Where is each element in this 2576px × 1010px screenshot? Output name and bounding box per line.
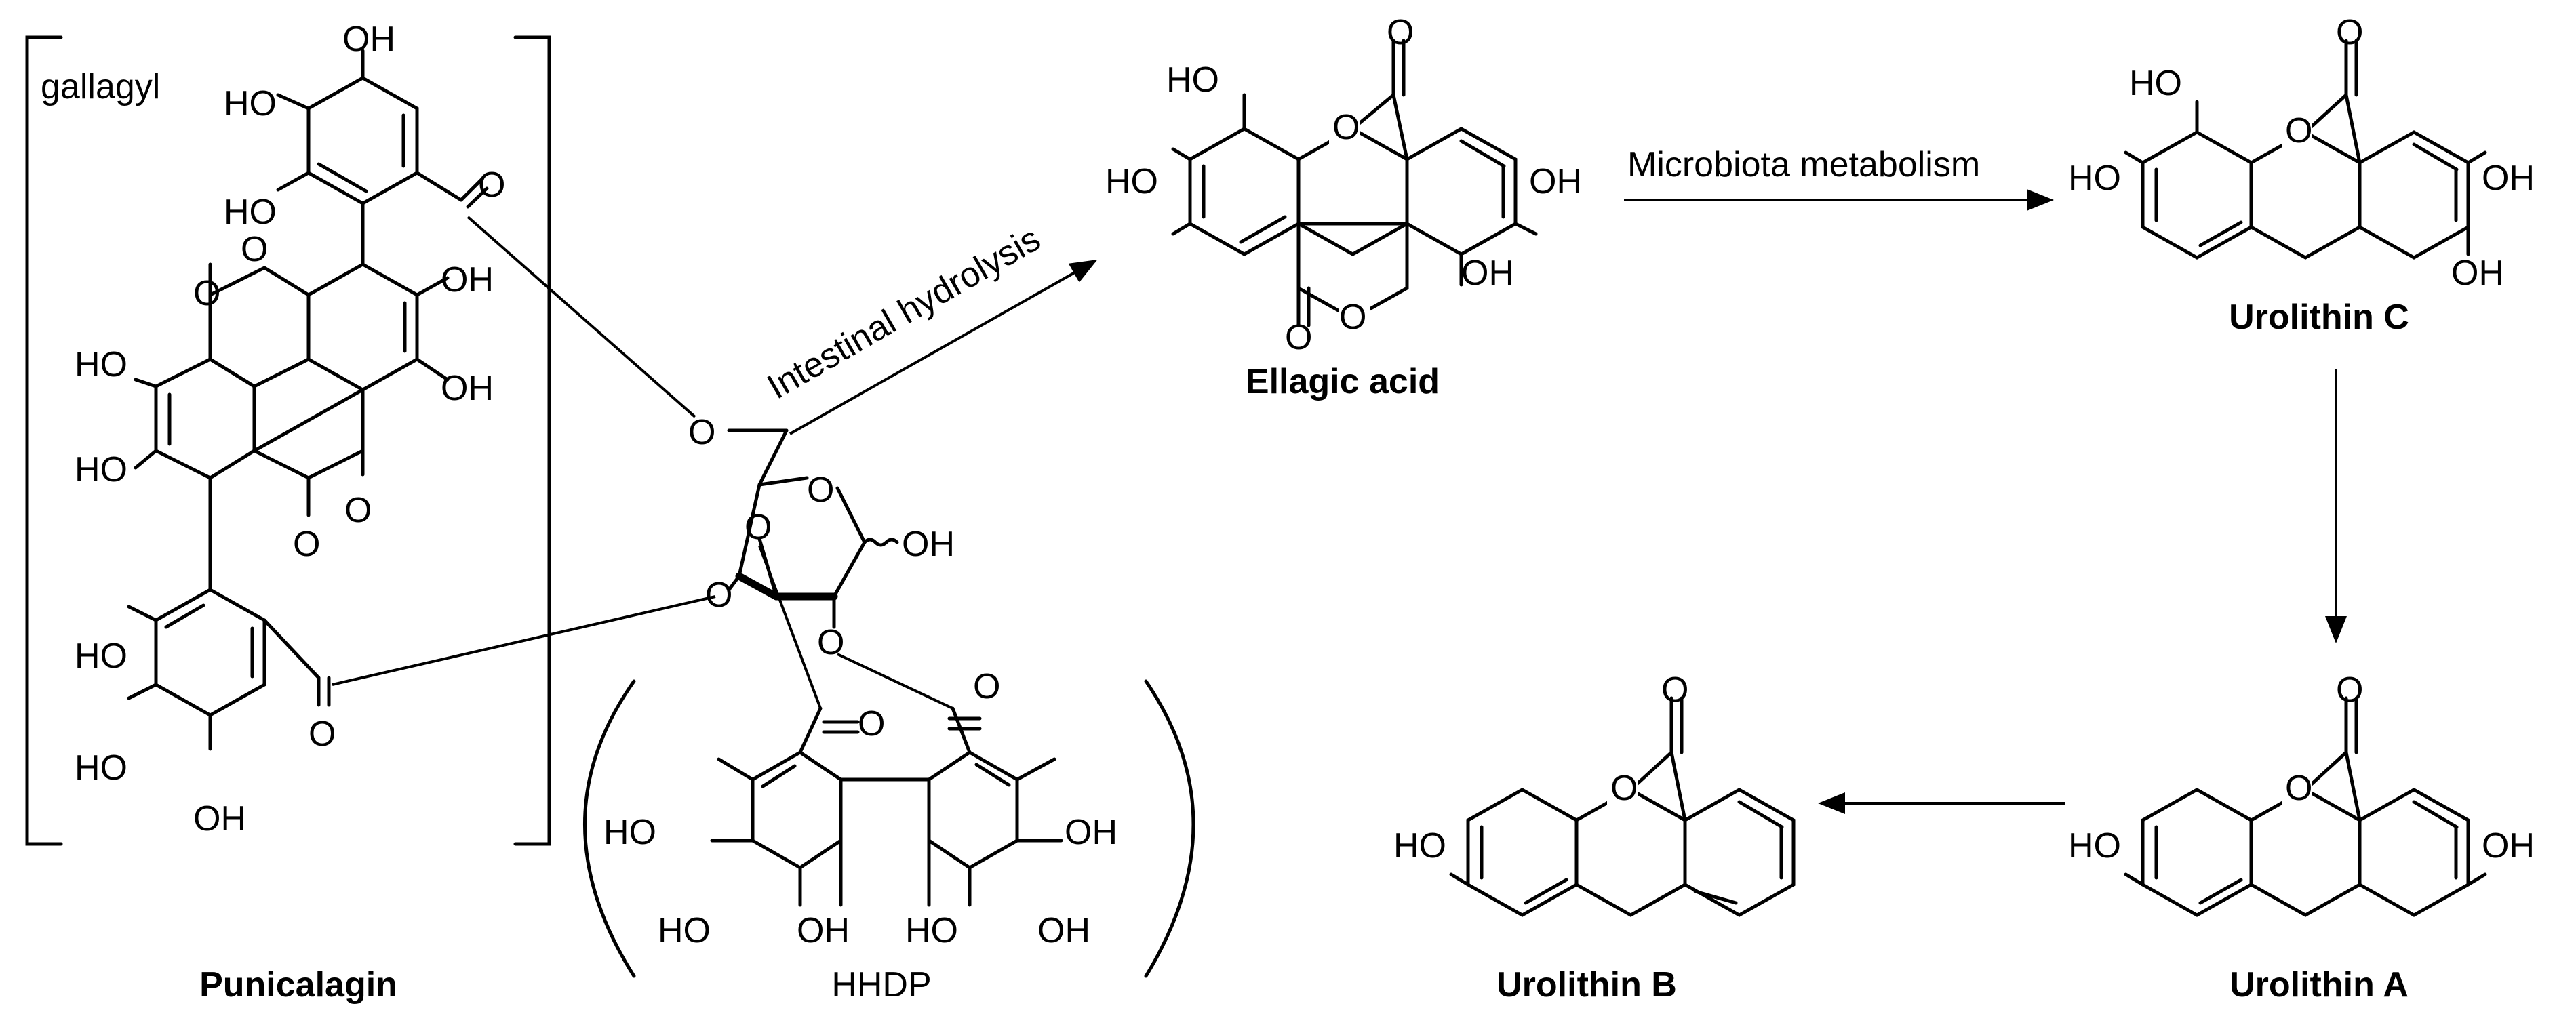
urolithin-b-carbonyl-o: O xyxy=(1661,670,1688,710)
right-bracket xyxy=(513,35,551,846)
urolithin-a-ho: HO xyxy=(2068,826,2121,866)
glucose-anomeric-oh: OH xyxy=(902,525,955,564)
metabolism-arrow-label: Microbiota metabolism xyxy=(1627,145,1980,184)
oh-bottom: OH xyxy=(193,799,246,839)
glucose-core xyxy=(727,428,899,629)
hhdp-left-paren xyxy=(583,679,636,978)
urolithin-c-carbonyl-o: O xyxy=(2336,13,2363,52)
ho-core-2: HO xyxy=(75,450,127,489)
hhdp-ho-3: HO xyxy=(905,911,958,950)
gallagyl-bottom-ring xyxy=(127,588,331,751)
hhdp-link-left xyxy=(758,545,822,709)
ellagic-acid-label: Ellagic acid xyxy=(1246,362,1440,401)
glucose-ring-o: O xyxy=(807,470,834,510)
urolithin-a-label: Urolithin A xyxy=(2230,965,2409,1005)
urolithin-a-carbonyl-o: O xyxy=(2336,670,2363,710)
hydrolysis-arrow: Intestinal hydrolysis xyxy=(761,219,1098,435)
ellagic-ho-1: HO xyxy=(1166,60,1219,100)
ellagic-ring-o-2: O xyxy=(1339,298,1366,337)
oh-core-1: OH xyxy=(441,260,494,300)
urolithin-c-ho-1: HO xyxy=(2129,64,2182,103)
left-bracket xyxy=(25,35,63,846)
ho-top-1: HO xyxy=(224,84,277,123)
ho-core-1: HO xyxy=(75,345,127,384)
urolithin-c-ho-2: HO xyxy=(2068,159,2121,198)
gallagyl-label: gallagyl xyxy=(41,67,160,106)
hhdp-ho-2: HO xyxy=(658,911,711,950)
oh-top: OH xyxy=(342,20,395,59)
urolithin-c-label: Urolithin C xyxy=(2229,298,2409,337)
metabolism-arrow: Microbiota metabolism xyxy=(1624,145,2054,211)
oh-core-2: OH xyxy=(441,369,494,408)
carbonyl-o-core-2: O xyxy=(293,525,320,564)
ellagic-carbonyl-o-2: O xyxy=(1285,318,1312,357)
ho-bottom-2: HO xyxy=(75,748,127,788)
glucose-o3: O xyxy=(745,508,772,547)
ellagic-carbonyl-o-1: O xyxy=(1387,13,1414,52)
carbonyl-o-top: O xyxy=(478,165,505,205)
urolithin-a-ring-o: O xyxy=(2285,769,2312,808)
ho-top-2: HO xyxy=(224,193,277,232)
hhdp-oh-1: OH xyxy=(1065,813,1117,852)
hhdp-ho-1: HO xyxy=(603,813,656,852)
urolithin-c-oh-2: OH xyxy=(2451,254,2504,293)
punicalagin-structure: gallagyl OH HO HO O xyxy=(25,20,1195,1005)
ester-link-bottom xyxy=(332,595,716,686)
glucose-o6: O xyxy=(688,413,715,452)
ellagic-ring-o-1: O xyxy=(1332,108,1360,147)
hhdp-right-paren xyxy=(1144,679,1195,978)
ring-o-core-2: O xyxy=(344,491,372,530)
urolithin-b-ring-o: O xyxy=(1610,769,1638,808)
urolithin-c-oh-1: OH xyxy=(2482,159,2535,198)
urolithin-b-ho: HO xyxy=(1393,826,1446,866)
gallagyl-top-ring xyxy=(276,49,489,266)
hhdp-carbonyl-o-right: O xyxy=(973,667,1000,706)
ellagic-ho-2: HO xyxy=(1105,162,1158,201)
glucose-o4: O xyxy=(705,575,732,615)
ester-link-top xyxy=(467,216,696,418)
urolithin-b-label: Urolithin B xyxy=(1497,965,1677,1005)
hhdp-carbonyl-o-left: O xyxy=(858,704,885,744)
ring-o-core-1: O xyxy=(193,274,220,313)
carbonyl-o-bottom: O xyxy=(309,714,336,754)
hhdp-oh-3: OH xyxy=(1037,911,1090,950)
hhdp-oh-2: OH xyxy=(797,911,850,950)
urolithin-a-oh: OH xyxy=(2482,826,2535,866)
punicalagin-label: Punicalagin xyxy=(199,965,397,1005)
hhdp-link-right xyxy=(837,653,953,710)
ellagic-oh-1: OH xyxy=(1529,162,1582,201)
urolithin-c-ring-o: O xyxy=(2285,111,2312,150)
ho-bottom-1: HO xyxy=(75,637,127,676)
gallagyl-core xyxy=(134,262,450,592)
hhdp-label: HHDP xyxy=(831,965,931,1005)
hhdp-rings xyxy=(710,706,1063,907)
carbonyl-o-core-1: O xyxy=(241,230,268,269)
ellagic-oh-2: OH xyxy=(1461,254,1514,293)
